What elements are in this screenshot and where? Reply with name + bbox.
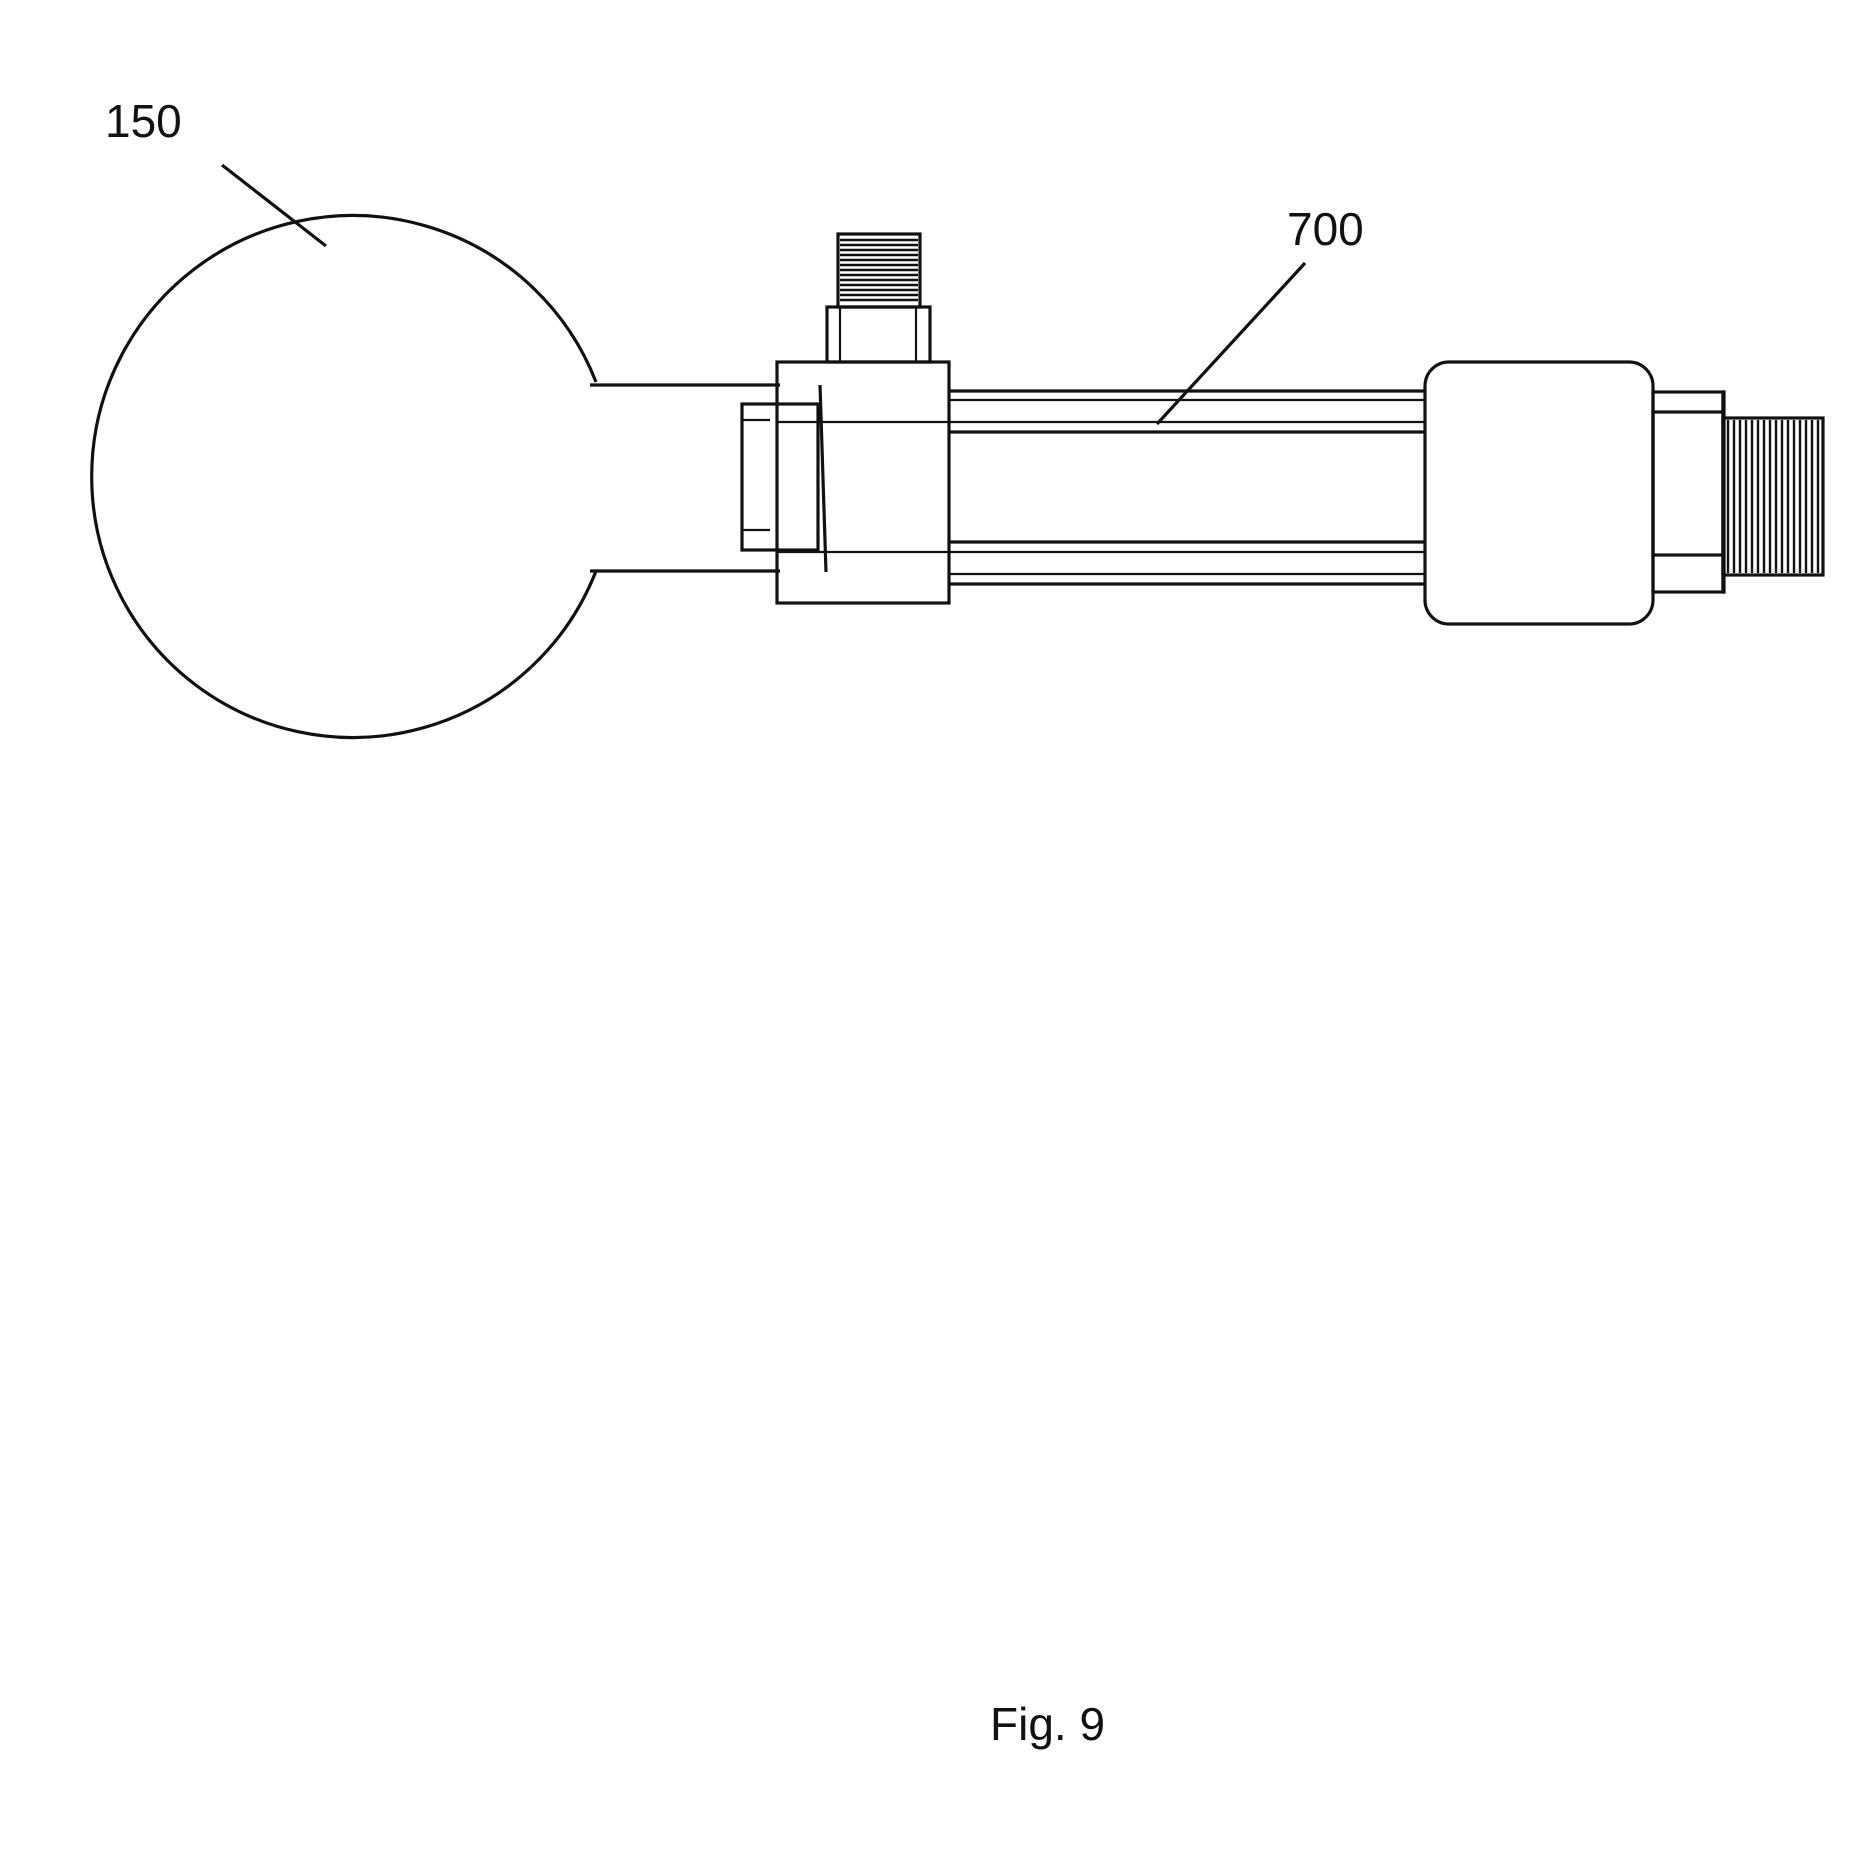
figure-caption: Fig. 9 [990,1698,1105,1750]
label-150: 150 [105,95,182,147]
end-cap [1425,362,1653,624]
label-700: 700 [1287,203,1364,255]
right-thread-fitting [1723,418,1823,575]
top-thread-lines [840,240,918,300]
tube-sleeve [742,385,826,572]
leader-line-150 [222,165,326,246]
top-port-fitting [827,234,930,362]
coupling-block [777,362,949,603]
sphere-outline [92,216,596,738]
right-nut-flange [1653,392,1724,592]
barrel-700 [949,391,1425,584]
right-nut [1653,392,1723,592]
right-thread-lines [1728,420,1818,573]
